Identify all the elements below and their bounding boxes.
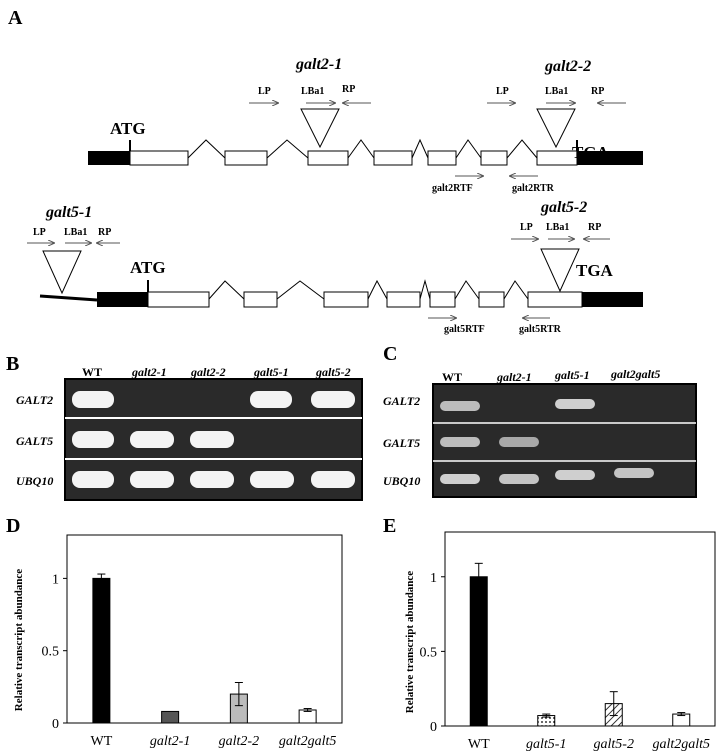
- lane-label: WT: [82, 365, 102, 379]
- y-tick-label: 0: [52, 717, 59, 732]
- row-label: GALT5: [16, 434, 53, 448]
- allele-name: galt5-1: [45, 204, 92, 221]
- x-tick-label: galt2-1: [150, 734, 190, 749]
- lane-label: galt2-2: [190, 365, 226, 379]
- gel-c: [432, 383, 697, 498]
- x-tick-label: galt5-2: [594, 737, 634, 752]
- primer-label: RP: [588, 222, 601, 233]
- row-label: GALT2: [16, 393, 53, 407]
- allele-name: galt2-2: [544, 58, 591, 75]
- rt-primer-label: galt5RTF: [444, 324, 485, 335]
- primer-label: LBa1: [64, 227, 87, 238]
- bar: [469, 576, 488, 727]
- y-tick-label: 1: [430, 571, 437, 586]
- bar: [161, 710, 180, 724]
- bar: [298, 709, 317, 724]
- bar-chart-e: Relative transcript abundance 0 0.5 1WT gal…: [404, 531, 716, 752]
- x-tick-label: WT: [468, 737, 490, 752]
- rt-primer-label: galt2RTF: [432, 183, 473, 194]
- bar-chart-d: Relative transcript abundance 0 0.5 1WT gal…: [13, 534, 343, 749]
- primer-label: LP: [33, 227, 46, 238]
- allele-name: galt5-2: [540, 199, 587, 216]
- y-tick-label: 1: [52, 572, 59, 587]
- gel-b: [64, 378, 363, 501]
- y-tick-label: 0: [430, 720, 437, 735]
- allele-name: galt2-1: [295, 56, 342, 73]
- lane-label: galt2galt5: [610, 367, 660, 381]
- lane-label: galt5-2: [315, 365, 351, 379]
- utr-5: [88, 151, 130, 165]
- tdna-insertion: [42, 250, 82, 295]
- plot-frame: [444, 531, 716, 727]
- lane-label: galt5-1: [253, 365, 289, 379]
- lane-label: galt5-1: [554, 368, 590, 382]
- primer-label: LBa1: [301, 86, 324, 97]
- x-tick-label: WT: [90, 734, 112, 749]
- x-tick-label: galt2galt5: [279, 734, 337, 749]
- row-label: GALT5: [383, 436, 420, 450]
- rt-primer-label: galt5RTR: [519, 324, 562, 335]
- primer-label: LP: [258, 86, 271, 97]
- gene-model-galt5: ATG TGA galt5-1 LP LBa1 RP galt5-2 LP LB…: [27, 199, 643, 335]
- row-label: GALT2: [383, 394, 420, 408]
- panel-label-d: D: [6, 515, 20, 537]
- primer-label: LBa1: [546, 222, 569, 233]
- y-tick-label: 0.5: [42, 645, 60, 660]
- primer-label: LP: [496, 86, 509, 97]
- x-tick-label: galt2-2: [219, 734, 259, 749]
- lane-label: galt2-1: [496, 370, 532, 384]
- lane-label: WT: [442, 370, 462, 384]
- primer-label: RP: [342, 84, 355, 95]
- y-axis-label: Relative transcript abundance: [404, 571, 416, 714]
- rt-primer-label: galt2RTR: [512, 183, 555, 194]
- atg-label: ATG: [130, 258, 166, 277]
- row-label: UBQ10: [16, 474, 53, 488]
- tga-label: TGA: [576, 261, 614, 280]
- plot-frame: [66, 534, 343, 724]
- lane-label: galt2-1: [131, 365, 167, 379]
- x-tick-label: galt5-1: [526, 737, 566, 752]
- y-axis-label: Relative transcript abundance: [13, 569, 25, 712]
- atg-label: ATG: [110, 119, 146, 138]
- primer-label: RP: [591, 86, 604, 97]
- primer-label: RP: [98, 227, 111, 238]
- tga-label: TGA: [572, 143, 610, 162]
- bar: [92, 577, 111, 724]
- tdna-insertion: [536, 108, 576, 149]
- panel-label-c: C: [383, 343, 397, 365]
- tdna-insertion: [540, 248, 580, 293]
- primer-label: LBa1: [545, 86, 568, 97]
- panel-label-b: B: [6, 353, 19, 375]
- panel-label-a: A: [8, 7, 23, 29]
- tdna-insertion: [300, 108, 340, 149]
- row-label: UBQ10: [383, 474, 420, 488]
- y-tick-label: 0.5: [420, 645, 438, 660]
- x-tick-label: galt2galt5: [652, 737, 710, 752]
- gene-model-galt2: ATG TGA galt2-1 LP LBa1 RP galt2-2 LP LB…: [88, 56, 643, 194]
- primer-label: LP: [520, 222, 533, 233]
- utr-3: [577, 151, 643, 165]
- panel-label-e: E: [383, 515, 396, 537]
